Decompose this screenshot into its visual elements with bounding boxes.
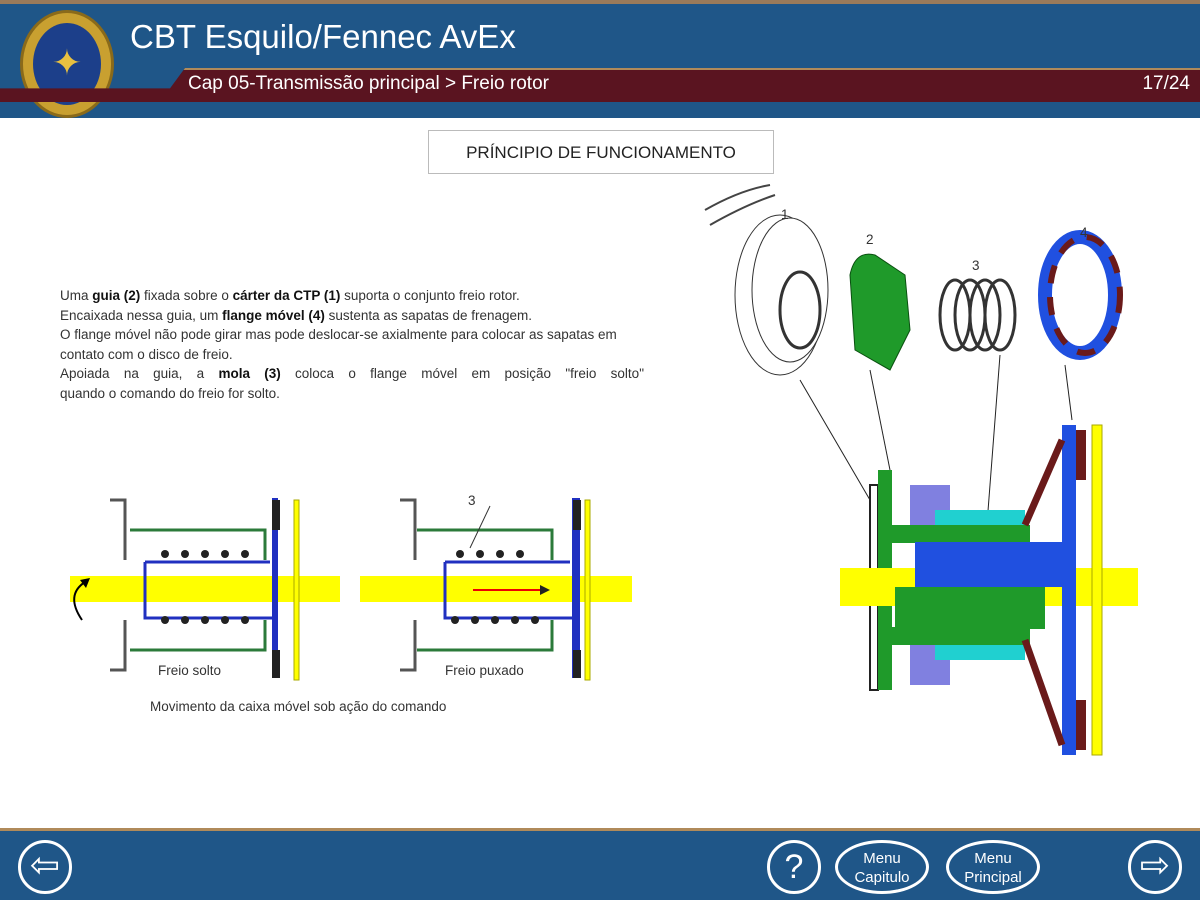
- part-label-2: 2: [866, 232, 874, 247]
- paragraph: Uma guia (2) fixada sobre o cárter da CT…: [60, 288, 520, 303]
- breadcrumb: Cap 05-Transmissão principal > Freio rot…: [188, 73, 549, 94]
- label-freio-puxado: Freio puxado: [445, 663, 524, 678]
- description-text: Uma guia (2) fixada sobre o cárter da CT…: [60, 286, 644, 403]
- next-arrow-button[interactable]: ⇨: [1128, 840, 1182, 894]
- diagram-caption: Movimento da caixa móvel sob ação do com…: [150, 699, 447, 714]
- app-title: CBT Esquilo/Fennec AvEx: [130, 18, 516, 55]
- arrow-left-icon: ⇦: [29, 844, 61, 885]
- page-number: 17/24: [1142, 73, 1190, 94]
- paragraph: quando o comando do freio for solto.: [60, 385, 280, 401]
- part-label-4: 4: [1080, 225, 1088, 240]
- back-arrow-button[interactable]: ⇦: [18, 840, 72, 894]
- part-label-3: 3: [972, 258, 980, 273]
- spring-label: 3: [468, 493, 476, 508]
- paragraph: Apoiada na guia, a mola (3) coloca o fla…: [60, 366, 644, 381]
- arrow-right-icon: ⇨: [1139, 844, 1171, 885]
- paragraph: Encaixada nessa guia, um flange móvel (4…: [60, 307, 533, 323]
- exploded-assembly-diagram: [704, 184, 1138, 756]
- diagram-freio-solto: [70, 498, 340, 681]
- diagram-freio-puxado: [360, 498, 632, 681]
- breadcrumb-bar: [0, 68, 1200, 102]
- paragraph: O flange móvel não pode girar mas pode d…: [60, 327, 617, 362]
- help-button[interactable]: ?: [767, 840, 821, 894]
- part-label-1: 1: [781, 207, 789, 222]
- section-title: PRÍNCIPIO DE FUNCIONAMENTO: [428, 130, 774, 174]
- label-freio-solto: Freio solto: [158, 663, 222, 678]
